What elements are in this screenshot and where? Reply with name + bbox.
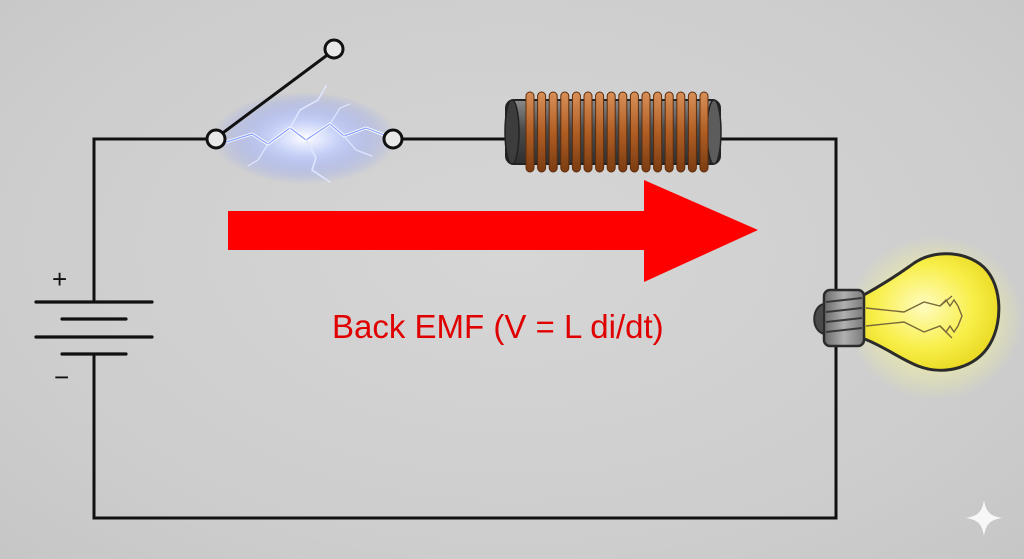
coil-turn	[618, 91, 628, 173]
wire-left-top	[92, 137, 216, 302]
inductor-coil	[504, 91, 722, 173]
current-arrow	[228, 180, 758, 282]
switch-lever	[214, 48, 336, 140]
switch	[205, 38, 404, 184]
bulb-tip	[813, 302, 825, 336]
battery	[34, 300, 154, 356]
coil-turn	[641, 91, 651, 173]
wire-inductor-to-bulb	[718, 137, 838, 302]
circuit-wires	[92, 137, 838, 520]
coil-turn	[537, 91, 547, 173]
coil-turn	[606, 91, 616, 173]
coil-turn	[653, 91, 663, 173]
bulb-glass	[860, 252, 1001, 372]
coil-turn	[676, 91, 686, 173]
wire-left-bottom	[92, 332, 838, 520]
coil-turn	[571, 91, 581, 173]
battery-positive-label: +	[52, 264, 68, 294]
coil-turn	[560, 91, 570, 173]
coil-turn	[548, 91, 558, 173]
back-emf-label: Back EMF (V = L di/dt)	[332, 308, 664, 345]
coil-turn	[595, 91, 605, 173]
bulb-base-threads	[825, 297, 863, 333]
battery-negative-label: −	[54, 362, 70, 392]
coil-turn	[687, 91, 697, 173]
inductor-core-end-right	[706, 99, 722, 165]
switch-terminal-right	[382, 128, 404, 150]
coil-turn	[629, 91, 639, 173]
bulb-filament	[865, 295, 963, 339]
switch-terminal-left	[205, 128, 227, 150]
coil-turn	[525, 91, 535, 173]
inductor-core-end-left	[504, 99, 520, 165]
spark-icon	[224, 85, 394, 183]
coil-windings	[525, 91, 709, 173]
switch-terminal-top	[323, 38, 345, 60]
light-bulb	[813, 236, 1023, 400]
coil-turn	[664, 91, 674, 173]
coil-turn	[699, 91, 709, 173]
sparkle-icon	[966, 500, 1002, 536]
coil-turn	[583, 91, 593, 173]
